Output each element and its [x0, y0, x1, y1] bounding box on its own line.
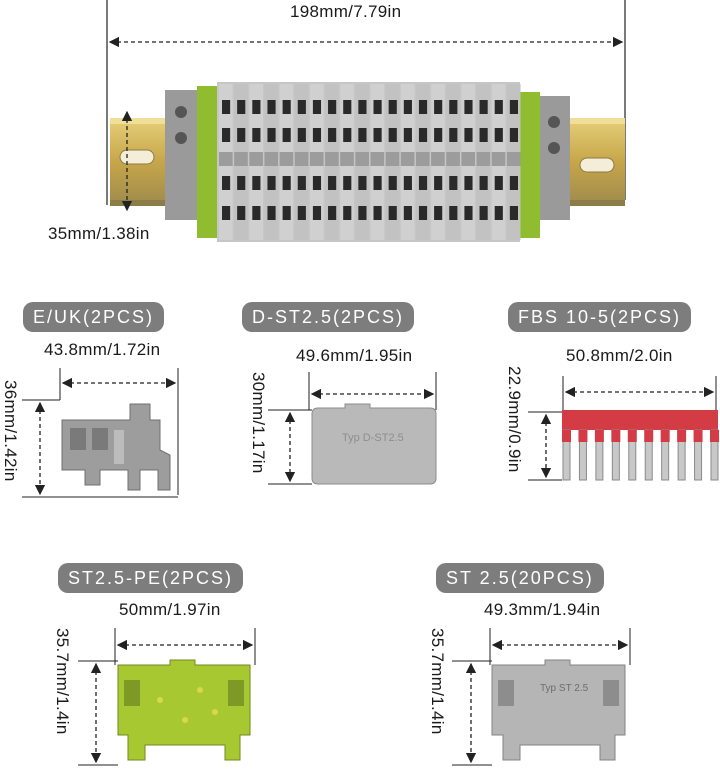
terminal-column: [249, 84, 263, 240]
assembly-height-label: 35mm/1.38in: [48, 224, 150, 243]
terminal-column: [506, 84, 521, 240]
terminal-column: [461, 84, 476, 240]
fbs-width-label: 50.8mm/2.0in: [566, 346, 673, 365]
d-st25-width-label: 49.6mm/1.95in: [296, 346, 413, 365]
terminal-column: [446, 84, 460, 240]
terminal-column: [415, 84, 430, 240]
e-uk-height-label: 36mm/1.42in: [1, 380, 20, 482]
terminal-column: [431, 84, 445, 240]
terminal-column: [340, 84, 354, 240]
terminal-column: [325, 84, 339, 240]
terminal-column: [491, 84, 506, 240]
terminal-column: [294, 84, 309, 240]
fbs-height-label: 22.9mm/0.9in: [505, 366, 524, 473]
terminal-column: [476, 84, 491, 240]
jumper-tooth: [595, 429, 604, 481]
jumper-tooth: [694, 429, 703, 481]
jumper-teeth: [562, 429, 719, 481]
terminal-column: [234, 84, 248, 240]
d-st25-end-cover: [268, 372, 437, 485]
jumper-tooth: [611, 429, 620, 481]
st25-pe-terminal: [78, 628, 256, 766]
st-25-marking: Typ ST 2.5: [540, 683, 589, 694]
badge-fbs-10-5: FBS 10-5(2PCS): [508, 302, 692, 332]
assembly-drawing: [106, 0, 626, 242]
st-25-width-label: 49.3mm/1.94in: [484, 600, 601, 619]
terminal-column: [400, 84, 415, 240]
badge-st-25: ST 2.5(20PCS): [436, 563, 604, 593]
terminal-column: [264, 84, 279, 240]
st-25-terminal: [452, 628, 631, 766]
e-uk-width-label: 43.8mm/1.72in: [44, 340, 161, 359]
badge-e-uk: E/UK(2PCS): [23, 302, 165, 332]
jumper-tooth: [661, 429, 670, 481]
badge-st25-pe: ST2.5-PE(2PCS): [58, 563, 244, 593]
jumper-tooth: [578, 429, 587, 481]
terminal-column: [385, 84, 400, 240]
terminal-column: [279, 84, 294, 240]
d-st25-height-label: 30mm/1.17in: [249, 372, 268, 474]
st-25-height-label: 35.7mm/1.4in: [428, 628, 447, 735]
fbs-jumper-bar: [528, 376, 719, 481]
jumper-tooth: [562, 429, 571, 481]
assembly-width-label: 198mm/7.79in: [290, 2, 402, 21]
d-st25-marking: Typ D-ST2.5: [342, 432, 404, 444]
badge-d-st25: D-ST2.5(2PCS): [242, 302, 415, 332]
jumper-tooth: [628, 429, 637, 481]
jumper-tooth: [644, 429, 653, 481]
terminal-column: [355, 84, 369, 240]
st25-pe-height-label: 35.7mm/1.4in: [53, 628, 72, 735]
terminal-column: [309, 84, 324, 240]
st25-pe-width-label: 50mm/1.97in: [119, 600, 221, 619]
terminal-column: [370, 84, 385, 240]
terminal-block-array: [219, 84, 521, 240]
terminal-column: [219, 84, 233, 240]
jumper-tooth: [677, 429, 686, 481]
e-uk-end-clamp: [22, 368, 179, 498]
jumper-tooth: [710, 429, 719, 481]
